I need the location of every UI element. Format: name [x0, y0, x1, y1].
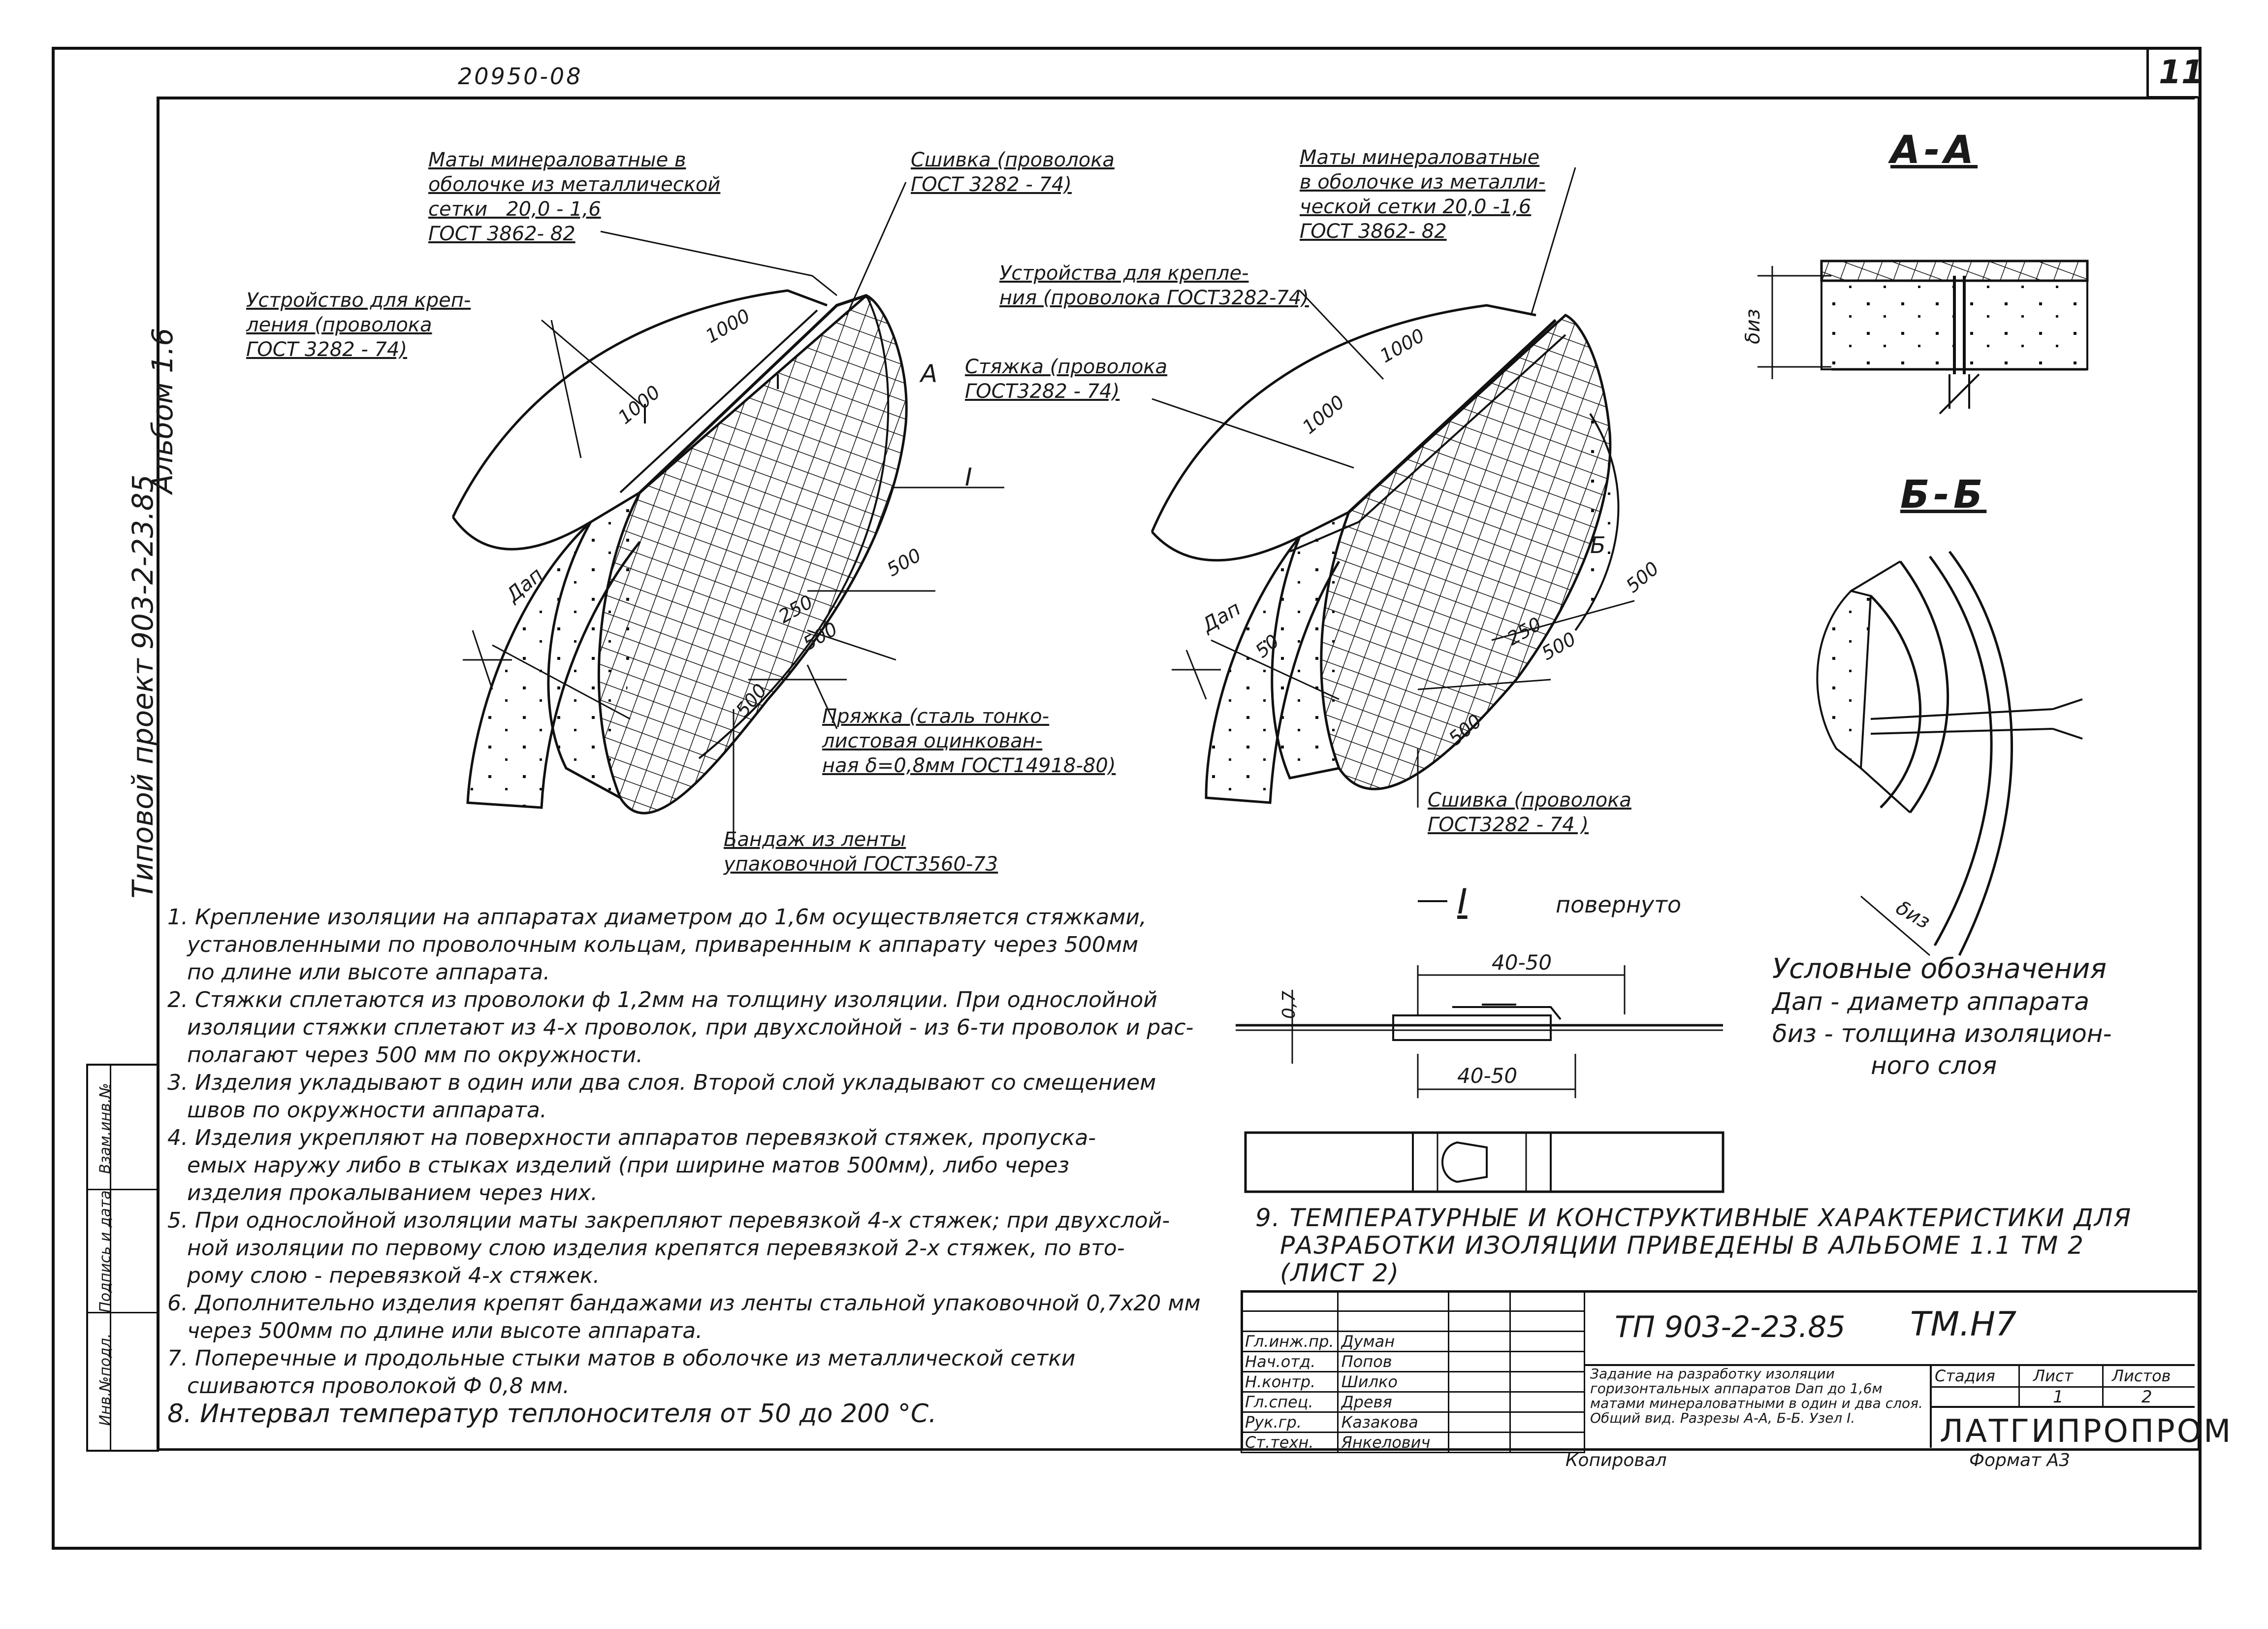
drawing-outer-frame [52, 47, 2202, 1550]
sheet-number: 11 [2159, 53, 2204, 91]
note-line: установленными по проволочным кольцам, п… [187, 932, 1139, 957]
left-insulation-figure [451, 289, 1004, 814]
role-cell: Н.контр. [1241, 1371, 1339, 1393]
name-cell: Древя [1337, 1391, 1449, 1413]
role-cell: Ст.техн. [1241, 1432, 1339, 1453]
left-section-mark-a: А [921, 359, 938, 388]
left-leaders [541, 182, 907, 847]
section-bb-title: Б-Б [1900, 473, 1987, 517]
legend-line-3: ного слоя [1871, 1051, 1997, 1080]
right-leaders [1151, 167, 1576, 808]
name-cell: Попов [1337, 1351, 1449, 1372]
drawing-code: 20950-08 [458, 63, 583, 90]
right-label-tie: Стяжка (проволока ГОСТ3282 - 74) [965, 356, 1168, 403]
right-label-mats: Маты минераловатные в оболочке из металл… [1300, 146, 1546, 243]
note-line: 7. Поперечные и продольные стыки матов в… [167, 1346, 1076, 1371]
note-line: 6. Дополнительно изделия крепят бандажам… [167, 1291, 1201, 1316]
note-line: рому слою - перевязкой 4-х стяжек. [187, 1263, 600, 1288]
general-notes: 1. Крепление изоляции на аппаратах диаме… [167, 904, 1231, 1428]
detail-i-title: I [1457, 881, 1468, 922]
legend-line-1: Дап - диаметр аппарата [1772, 987, 2089, 1016]
note-9-line: РАЗРАБОТКИ ИЗОЛЯЦИИ ПРИВЕДЕНЫ В АЛЬБОМЕ … [1280, 1231, 2084, 1260]
section-aa-drawing [1757, 260, 2089, 415]
title-block-stage-label: Стадия [1935, 1367, 1995, 1385]
note-line: сшиваются проволокой Ф 0,8 мм. [187, 1373, 570, 1399]
title-block-description: Задание на разработку изоляции горизонта… [1590, 1366, 1923, 1426]
note-line: 3. Изделия укладывают в один или два сло… [167, 1070, 1156, 1095]
section-aa-title: А-А [1890, 128, 1978, 172]
drawing-top-line [157, 97, 2195, 99]
title-block-sheet-value: 1 [2053, 1387, 2064, 1407]
note-line: изделия прокалыванием через них. [187, 1180, 598, 1205]
title-block-sheet-code: ТМ.Н7 [1910, 1305, 2017, 1344]
left-label-band: Бандаж из ленты упаковочной ГОСТ3560-73 [724, 828, 998, 876]
note-line: 5. При однослойной изоляции маты закрепл… [167, 1208, 1170, 1233]
detail-i-subtitle: повернуто [1556, 891, 1682, 918]
right-label-stitch: Сшивка (проволока ГОСТ3282 - 74 ) [1428, 789, 1631, 836]
left-label-stitch: Сшивка (проволока ГОСТ 3282 - 74) [911, 149, 1115, 196]
title-block-signatures: Гл.инж.пр.Думан Нач.отд.Попов Н.контр.Ши… [1241, 1290, 1586, 1453]
right-insulation-figure [1150, 304, 1635, 804]
copied-label: Копировал [1565, 1450, 1667, 1470]
note-line: через 500мм по длине или высоте аппарата… [187, 1318, 703, 1343]
name-cell: Янкелович [1337, 1432, 1449, 1453]
note-line: ной изоляции по первому слою изделия кре… [187, 1236, 1125, 1261]
left-label-buckle: Пряжка (сталь тонко- листовая оцинкован-… [822, 705, 1116, 777]
section-aa-dim: δиз [1741, 309, 1764, 344]
detail-i-dim-side: 0,7 [1279, 990, 1300, 1019]
note-line: емых наружу либо в стыках изделий (при ш… [187, 1153, 1069, 1178]
detail-i-drawing [1236, 900, 1725, 1193]
left-label-mats: Маты минераловатные в оболочке из металл… [428, 149, 721, 245]
note-9-line: 9. ТЕМПЕРАТУРНЫЕ И КОНСТРУКТИВНЫЕ ХАРАКТ… [1255, 1204, 2132, 1232]
role-cell: Гл.инж.пр. [1241, 1331, 1339, 1352]
drawing-inner-frame [157, 97, 2200, 1451]
sheet-number-box [2146, 47, 2198, 98]
binding-column: Инв.№подл. Подпись и дата Взам.инв.№ [86, 1064, 159, 1452]
format-label: Формат А3 [1969, 1450, 2071, 1470]
title-block-sheet-label: Лист [2033, 1367, 2074, 1385]
legend-line-2: δиз - толщина изоляцион- [1772, 1019, 2112, 1048]
title-block-sheets-label: Листов [2112, 1367, 2171, 1385]
note-line: полагают через 500 мм по окружности. [187, 1043, 643, 1068]
title-block-project-code: ТП 903-2-23.85 [1615, 1310, 1846, 1344]
name-cell: Думан [1337, 1331, 1449, 1352]
note-line: швов по окружности аппарата. [187, 1098, 547, 1123]
right-label-fastening: Устройства для крепле- ния (проволока ГО… [999, 262, 1309, 309]
role-cell: Нач.отд. [1241, 1351, 1339, 1372]
legend-title: Условные обозначения [1772, 953, 2107, 985]
right-section-mark-b: Б [1590, 532, 1606, 558]
detail-i-dim-top: 40-50 [1492, 950, 1552, 975]
note-9-line: (ЛИСТ 2) [1280, 1259, 1400, 1287]
left-label-fastening: Устройство для креп- ления (проволока ГО… [246, 289, 471, 361]
title-block: Гл.инж.пр.Думан Нач.отд.Попов Н.контр.Ши… [1241, 1290, 2231, 1453]
role-cell: Рук.гр. [1241, 1411, 1339, 1433]
left-detail-mark-i: I [965, 463, 972, 491]
note-line: 2. Стяжки сплетаются из проволоки ф 1,2м… [167, 987, 1157, 1012]
note-line: 8. Интервал температур теплоносителя от … [167, 1399, 937, 1429]
title-block-organization: ЛАТГИПРОПРОМ [1940, 1413, 2233, 1450]
title-block-sheets-value: 2 [2141, 1387, 2152, 1407]
detail-i-dim-bottom: 40-50 [1457, 1064, 1518, 1088]
name-cell: Казакова [1337, 1411, 1449, 1433]
note-line: 1. Крепление изоляции на аппаратах диаме… [167, 905, 1147, 930]
role-cell: Гл.спец. [1241, 1391, 1339, 1413]
name-cell: Шилко [1337, 1371, 1449, 1393]
note-line: изоляции стяжки сплетают из 4-х проволок… [187, 1015, 1194, 1040]
note-9: 9. ТЕМПЕРАТУРНЫЕ И КОНСТРУКТИВНЫЕ ХАРАКТ… [1255, 1204, 2132, 1287]
note-line: по длине или высоте аппарата. [187, 960, 550, 985]
section-bb-drawing [1816, 551, 2083, 956]
note-line: 4. Изделия укрепляют на поверхности аппа… [167, 1125, 1096, 1150]
